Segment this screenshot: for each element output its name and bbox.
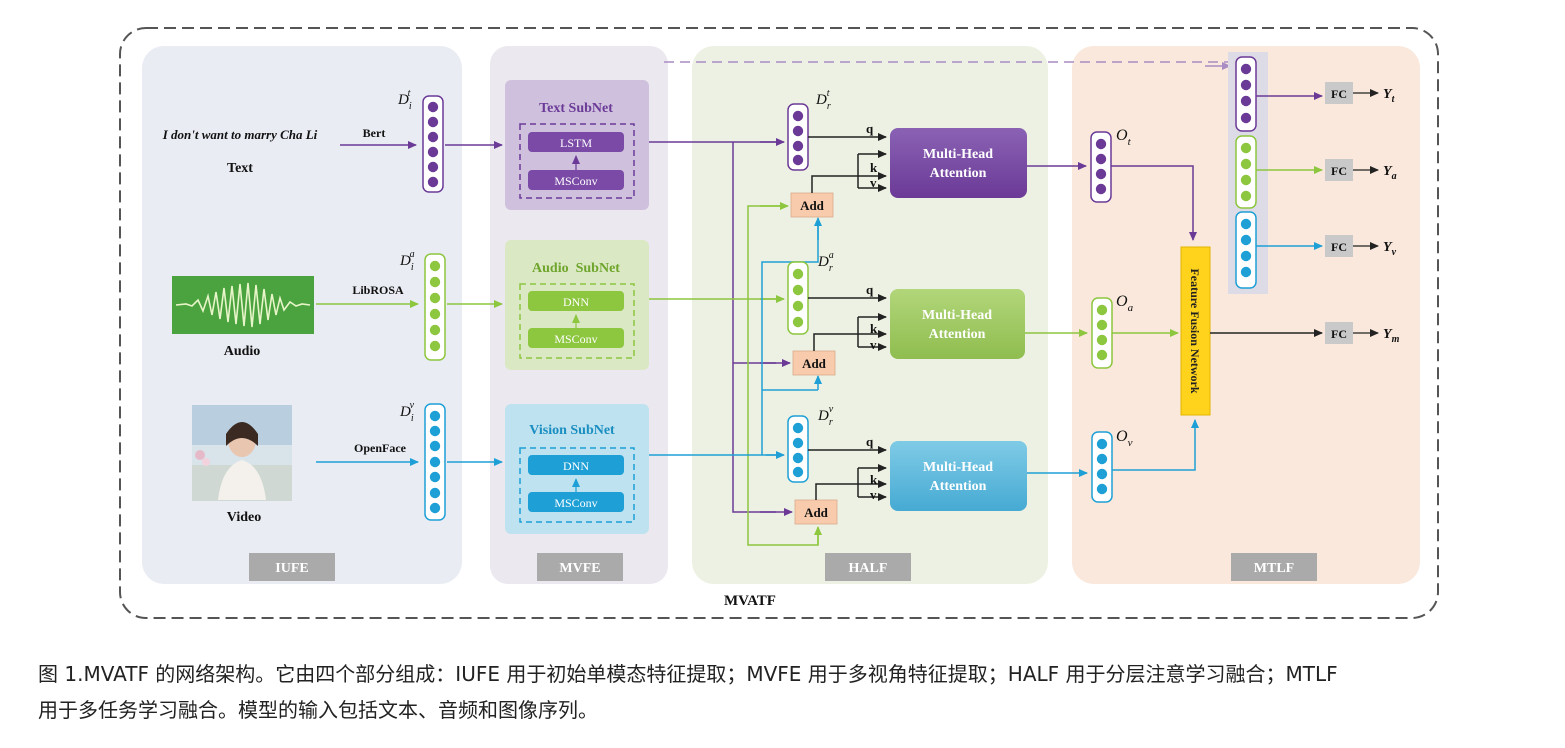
k-label-audio: k [870,321,878,336]
audio-waveform-image [172,276,314,334]
mtlf-tag [1231,553,1317,581]
o-v-label: Ov [1116,428,1133,449]
fc-box-a [1325,159,1353,181]
q-label-vision: q [866,434,874,449]
mha-text-line2: Attention [930,166,987,181]
q-label-text: q [866,121,874,136]
d-r-a-label: Dra [817,250,834,274]
mtlf-tag-label: MTLF [1254,561,1294,576]
ov-to-fusion-line [1112,419,1199,471]
fc-m-label: FC [1331,327,1347,341]
audio-subnet-title: Audio SubNet [532,261,620,276]
fc-box-m [1325,322,1353,344]
fc-v-label: FC [1331,240,1347,254]
fc-t-label: FC [1331,87,1347,101]
text-input-label: Text [227,161,253,176]
mha-audio-line1: Multi-Head [922,308,992,323]
mha-vision-line1: Multi-Head [923,460,993,475]
mha-text-line1: Multi-Head [923,147,993,162]
add-box-audio [792,350,836,376]
y-t-label: Yt [1383,87,1396,105]
k-label-text: k [870,160,878,175]
fc-box-t [1325,82,1353,104]
d-r-t-label: Drt [815,88,831,112]
feature-fusion-network [1180,246,1211,416]
figure-caption: 图 1.MVATF 的网络架构。它由四个部分组成：IUFE 用于初始单模态特征提… [38,656,1538,728]
video-frame-image [192,405,292,501]
mvatf-label: MVATF [724,593,776,609]
mha-block-vision [890,441,1027,511]
audio-subnet-dnn: DNN [563,295,589,309]
vision-route-lines [649,222,819,456]
o-v-vector [1091,431,1113,503]
architecture-diagram: IUFE MVFE HALF MTLF MVATF I don't want t… [119,27,1439,619]
text-subnet [505,80,649,210]
add-box-text-label: Add [800,198,825,213]
mvatf-frame [119,27,1439,619]
mha-vision-line2: Attention [930,479,987,494]
half-tag-label: HALF [849,561,888,576]
vision-subnet [505,404,649,534]
audio-input-label: Audio [224,344,261,359]
o-a-label: Oa [1116,293,1134,314]
d-i-v-label: Div [399,400,415,424]
mvfe-tag [537,553,623,581]
o-a-vector [1091,297,1113,369]
mha-audio-line2: Attention [929,327,986,342]
d-i-t-vector [422,95,444,193]
d-r-t-vector [787,103,809,171]
mha-block-text [890,128,1027,198]
d-i-a-vector [424,253,446,361]
add-box-vision-label: Add [804,505,829,520]
y-a-label: Ya [1383,164,1397,182]
o-t-vector [1090,131,1112,203]
vision-subnet-title: Vision SubNet [529,423,615,438]
mtlf-vector-t [1235,56,1257,132]
vision-subnet-dnn: DNN [563,459,589,473]
half-tag [825,553,911,581]
mvfe-tag-label: MVFE [559,561,600,576]
y-m-label: Ym [1383,327,1400,345]
text-subnet-lstm: LSTM [560,136,592,150]
qkv-connectors [808,133,887,501]
audio-subnet-msconv: MSConv [554,332,597,346]
mha-block-audio [890,289,1025,359]
d-r-v-vector [787,415,809,483]
v-label-audio: v [870,337,877,352]
openface-label: OpenFace [354,441,407,455]
mtlf-vector-v [1235,211,1257,289]
mtlf-vector-a [1235,135,1257,209]
audio-subnet [505,240,649,370]
librosa-label: LibROSA [352,283,404,297]
vision-subnet-msconv: MSConv [554,496,597,510]
caption-line-2: 用于多任务学习融合。模型的输入包括文本、音频和图像序列。 [38,698,598,722]
o-t-label: Ot [1116,127,1132,148]
feature-fusion-label: Feature Fusion Network [1188,268,1202,393]
text-subnet-msconv: MSConv [554,174,597,188]
y-v-label: Yv [1383,240,1397,258]
d-i-v-vector [424,403,446,521]
add-box-audio-label: Add [802,356,827,371]
fc-box-v [1325,235,1353,257]
bert-label: Bert [363,126,386,140]
iufe-tag [249,553,335,581]
v-label-text: v [870,175,877,190]
fc-a-label: FC [1331,164,1347,178]
iufe-tag-label: IUFE [275,561,308,576]
v-label-vision: v [870,487,877,502]
video-input-label: Video [227,510,261,525]
d-r-v-label: Drv [817,404,834,428]
ot-to-fusion-line [1111,165,1197,241]
k-label-vision: k [870,472,878,487]
caption-line-1: 图 1.MVATF 的网络架构。它由四个部分组成：IUFE 用于初始单模态特征提… [38,662,1338,686]
d-i-a-label: Dia [399,249,415,273]
text-sample: I don't want to marry Cha Li [162,127,318,142]
text-subnet-title: Text SubNet [539,101,613,116]
q-label-audio: q [866,282,874,297]
d-i-t-label: Dit [397,88,412,112]
d-r-a-vector [787,261,809,335]
